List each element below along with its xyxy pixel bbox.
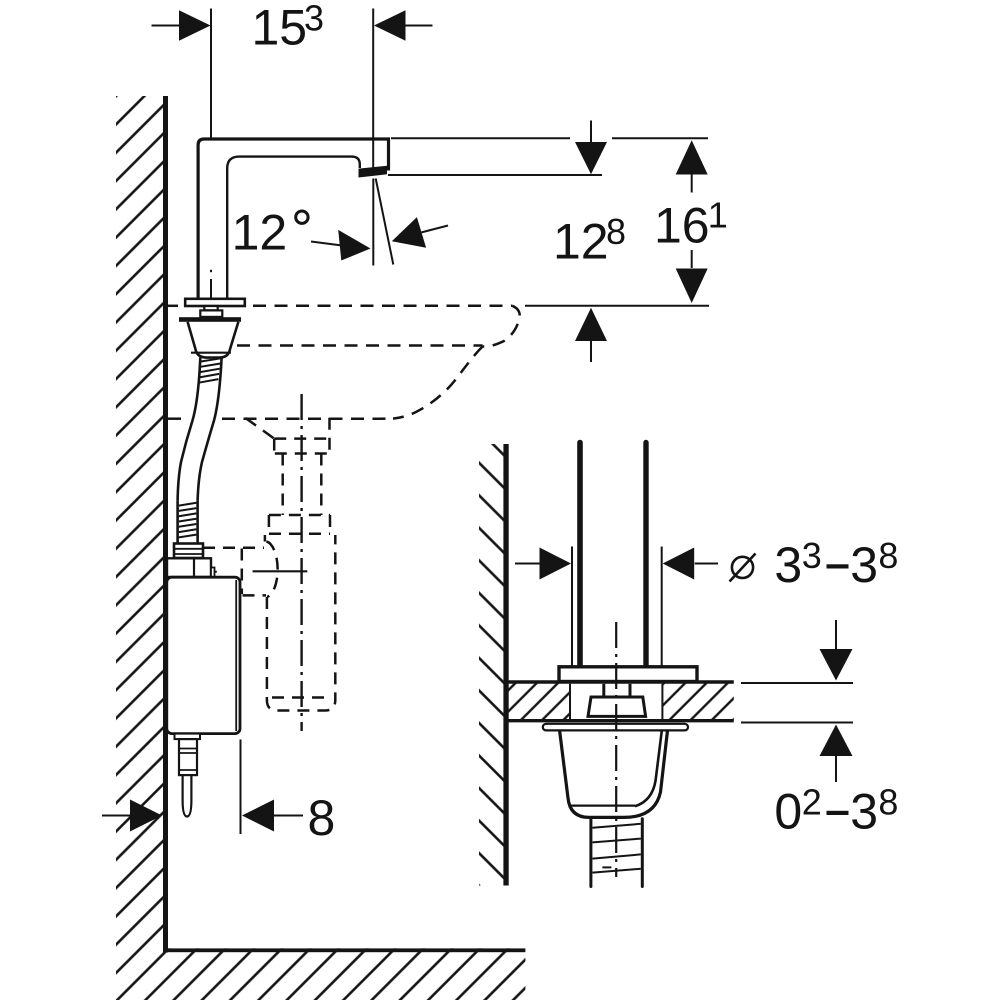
svg-text:3: 3 (850, 537, 878, 593)
svg-text:12: 12 (232, 205, 288, 261)
svg-text:16: 16 (654, 198, 710, 254)
svg-text:8: 8 (878, 782, 898, 823)
svg-text:8: 8 (878, 535, 898, 576)
svg-text:8: 8 (308, 790, 336, 846)
svg-text:12: 12 (553, 214, 609, 270)
svg-text:1: 1 (708, 195, 728, 236)
svg-text:8: 8 (606, 211, 626, 252)
svg-text:3: 3 (802, 535, 822, 576)
svg-text:0: 0 (774, 784, 802, 840)
svg-text:3: 3 (304, 0, 324, 39)
svg-text:15: 15 (252, 0, 308, 56)
svg-text:3: 3 (850, 784, 878, 840)
svg-text:2: 2 (802, 782, 822, 823)
svg-text:3: 3 (774, 537, 802, 593)
